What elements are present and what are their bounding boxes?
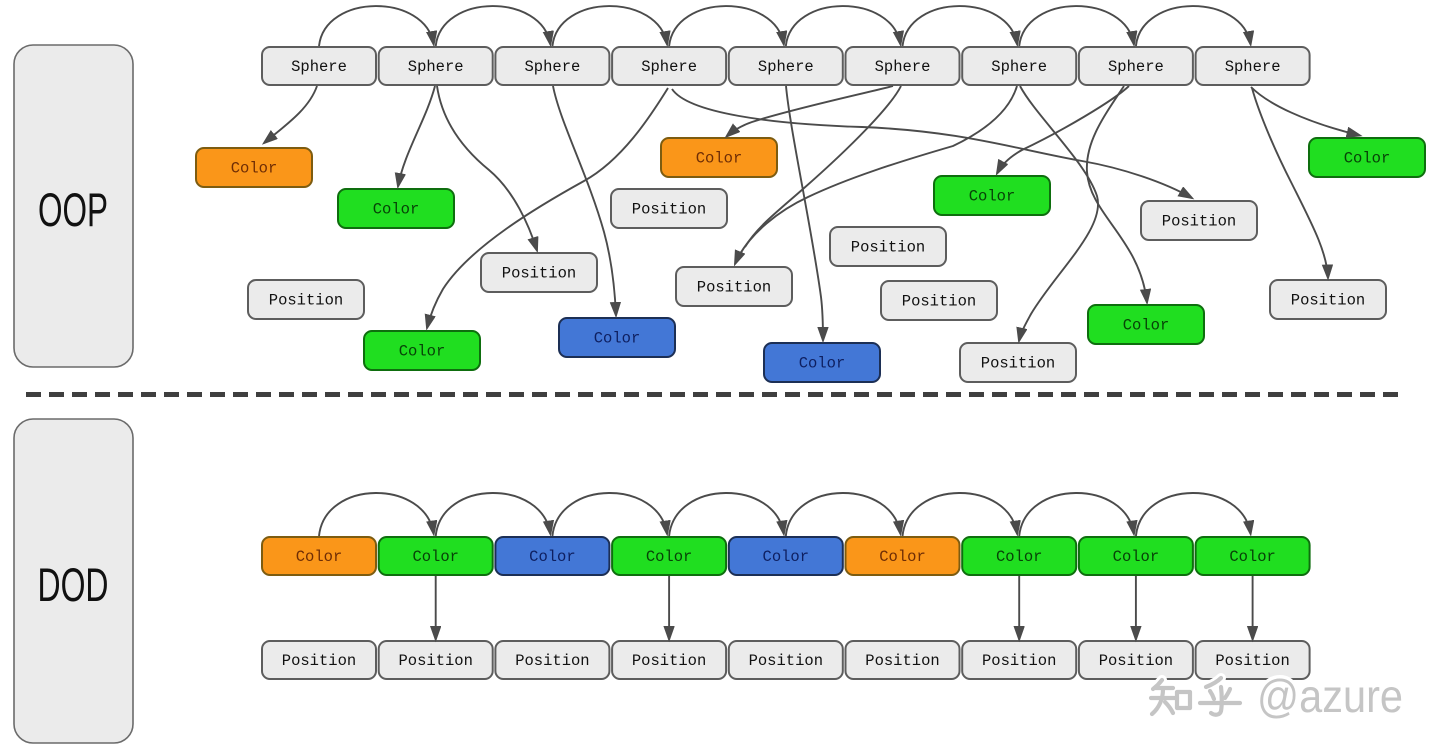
svg-text:Position: Position bbox=[632, 201, 706, 219]
svg-text:Color: Color bbox=[412, 548, 459, 566]
svg-text:Position: Position bbox=[982, 652, 1056, 670]
svg-text:Position: Position bbox=[1215, 652, 1289, 670]
svg-text:DOD: DOD bbox=[38, 558, 109, 611]
svg-text:Position: Position bbox=[1162, 213, 1236, 231]
svg-text:Color: Color bbox=[594, 330, 641, 348]
svg-text:Color: Color bbox=[296, 548, 343, 566]
svg-text:Color: Color bbox=[969, 188, 1016, 206]
svg-text:@azure: @azure bbox=[1257, 670, 1403, 722]
svg-text:Color: Color bbox=[1113, 548, 1160, 566]
svg-text:Position: Position bbox=[502, 265, 576, 283]
svg-text:Color: Color bbox=[646, 548, 693, 566]
svg-text:Color: Color bbox=[696, 150, 743, 168]
svg-text:Sphere: Sphere bbox=[291, 58, 347, 76]
svg-text:Position: Position bbox=[515, 652, 589, 670]
svg-text:Color: Color bbox=[231, 160, 278, 178]
svg-text:Sphere: Sphere bbox=[875, 58, 931, 76]
svg-text:Color: Color bbox=[1229, 548, 1276, 566]
svg-text:Position: Position bbox=[269, 292, 343, 310]
svg-text:Position: Position bbox=[851, 239, 925, 257]
svg-text:Sphere: Sphere bbox=[758, 58, 814, 76]
svg-text:Position: Position bbox=[865, 652, 939, 670]
svg-text:Color: Color bbox=[996, 548, 1043, 566]
svg-text:Sphere: Sphere bbox=[991, 58, 1047, 76]
svg-text:Position: Position bbox=[902, 293, 976, 311]
svg-text:Position: Position bbox=[282, 652, 356, 670]
svg-text:Color: Color bbox=[1344, 150, 1391, 168]
svg-text:Sphere: Sphere bbox=[1225, 58, 1281, 76]
svg-text:Sphere: Sphere bbox=[408, 58, 464, 76]
svg-text:Position: Position bbox=[1291, 292, 1365, 310]
svg-text:Sphere: Sphere bbox=[524, 58, 580, 76]
svg-text:Sphere: Sphere bbox=[641, 58, 697, 76]
svg-text:Color: Color bbox=[529, 548, 576, 566]
svg-text:Color: Color bbox=[879, 548, 926, 566]
svg-text:Color: Color bbox=[763, 548, 810, 566]
svg-text:Sphere: Sphere bbox=[1108, 58, 1164, 76]
svg-text:Color: Color bbox=[399, 343, 446, 361]
svg-text:Position: Position bbox=[398, 652, 472, 670]
svg-text:OOP: OOP bbox=[38, 183, 108, 236]
svg-text:Position: Position bbox=[632, 652, 706, 670]
svg-text:Color: Color bbox=[373, 201, 420, 219]
svg-text:Position: Position bbox=[749, 652, 823, 670]
svg-text:Position: Position bbox=[697, 279, 771, 297]
svg-text:Color: Color bbox=[1123, 317, 1170, 335]
svg-text:Position: Position bbox=[1099, 652, 1173, 670]
svg-text:Position: Position bbox=[981, 355, 1055, 373]
svg-text:@azure: @azure bbox=[1257, 670, 1403, 722]
svg-text:Color: Color bbox=[799, 355, 846, 373]
